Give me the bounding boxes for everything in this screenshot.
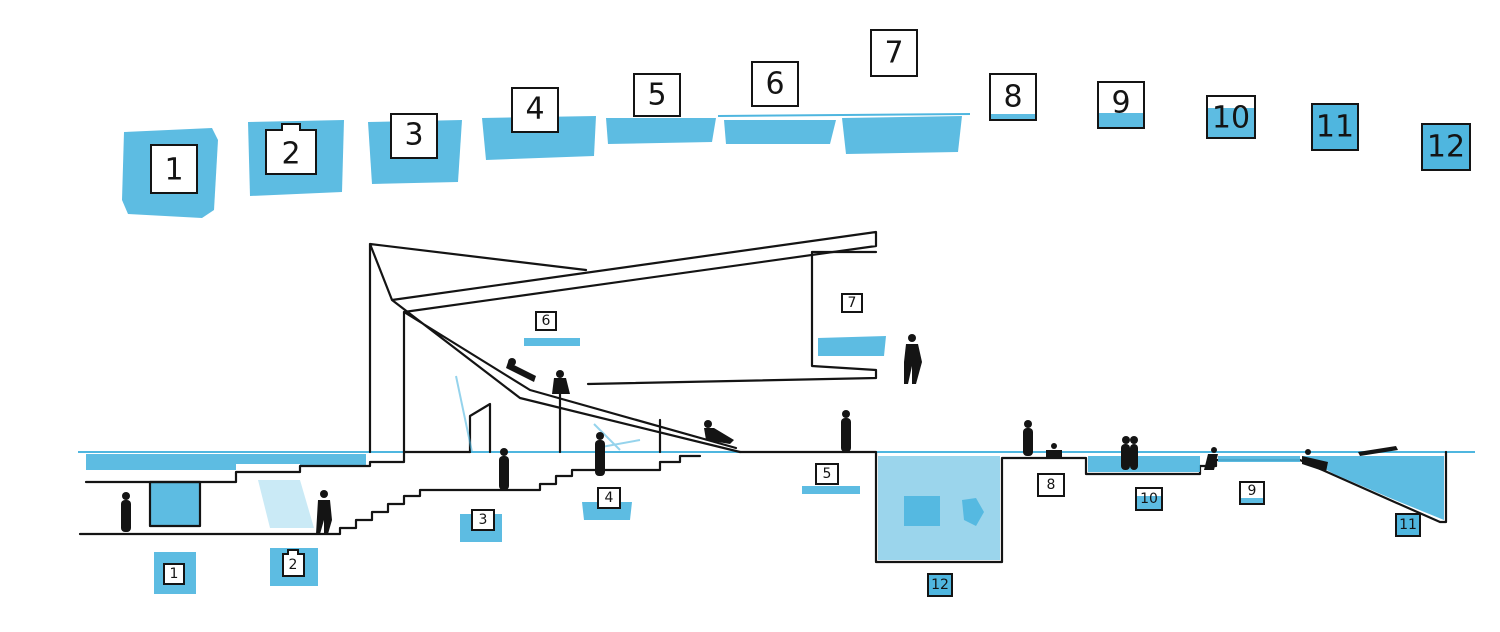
person-icon (904, 334, 922, 384)
legend-label-12: 12 (1427, 130, 1465, 165)
section-label-10: 10 (1140, 491, 1158, 507)
person-icon (704, 420, 734, 444)
person-icon (1204, 447, 1218, 470)
section-label-2: 2 (289, 557, 298, 573)
person-icon (1121, 436, 1130, 470)
person-icon (121, 492, 131, 532)
submerged-room-1 (150, 482, 200, 526)
light-shaft-2 (258, 480, 314, 528)
section-drawing: 7 6 1 2 3 4 5 12 (78, 230, 1475, 597)
legend-item-11: 11 (1311, 103, 1359, 151)
legend-label-5: 5 (647, 78, 666, 113)
legend-label-7: 7 (884, 36, 903, 71)
person-icon (1023, 420, 1033, 456)
pool-10 (1088, 456, 1200, 472)
legend-label-11: 11 (1316, 110, 1354, 145)
pool-9 (1218, 456, 1300, 462)
water-band-left (86, 454, 366, 470)
section-label-7: 7 (848, 295, 857, 311)
legend-item-6: 6 (724, 61, 836, 144)
person-icon (499, 448, 509, 490)
section-label-11: 11 (1399, 517, 1417, 533)
legend-item-4: 4 (482, 87, 596, 160)
legend-label-2: 2 (281, 137, 300, 172)
legend-item-12: 12 (1421, 123, 1471, 171)
section-label-8: 8 (1047, 477, 1056, 493)
person-icon (1358, 446, 1398, 456)
person-icon (841, 410, 851, 452)
person-icon (506, 358, 536, 382)
legend-item-8: 8 (989, 73, 1037, 121)
legend-item-10: 10 (1206, 95, 1256, 139)
section-label-1: 1 (170, 566, 179, 582)
legend-label-8: 8 (1003, 80, 1022, 115)
section-label-4: 4 (605, 490, 614, 506)
people (121, 334, 1398, 534)
legend-item-2: 2 (248, 120, 344, 196)
section-label-12: 12 (931, 577, 949, 593)
legend-item-7: 7 (717, 29, 971, 154)
legend-item-9: 9 (1097, 81, 1145, 129)
person-icon (595, 432, 605, 476)
legend-item-1: 1 (122, 128, 218, 218)
canopy-structure (368, 230, 878, 454)
person-icon (1302, 449, 1328, 472)
cantilever-box-7 (586, 250, 878, 386)
legend-label-6: 6 (765, 67, 784, 102)
pool-11 (1302, 456, 1444, 520)
legend-label-1: 1 (164, 153, 183, 188)
person-icon (552, 370, 570, 394)
legend-item-3: 3 (368, 113, 462, 184)
legend-label-10: 10 (1212, 101, 1250, 136)
legend-item-5: 5 (606, 73, 716, 144)
person-icon (1130, 436, 1138, 470)
section-label-3: 3 (479, 512, 488, 528)
section-label-9: 9 (1248, 483, 1257, 499)
legend-label-9: 9 (1111, 86, 1130, 121)
section-label-6: 6 (542, 313, 551, 329)
basement-outline (78, 450, 702, 536)
section-label-5: 5 (823, 466, 832, 482)
legend-label-3: 3 (404, 118, 423, 153)
legend-row: 1 2 3 4 5 6 (122, 29, 1471, 218)
person-icon (316, 490, 332, 534)
legend-label-4: 4 (525, 92, 544, 127)
person-icon (1046, 443, 1062, 458)
